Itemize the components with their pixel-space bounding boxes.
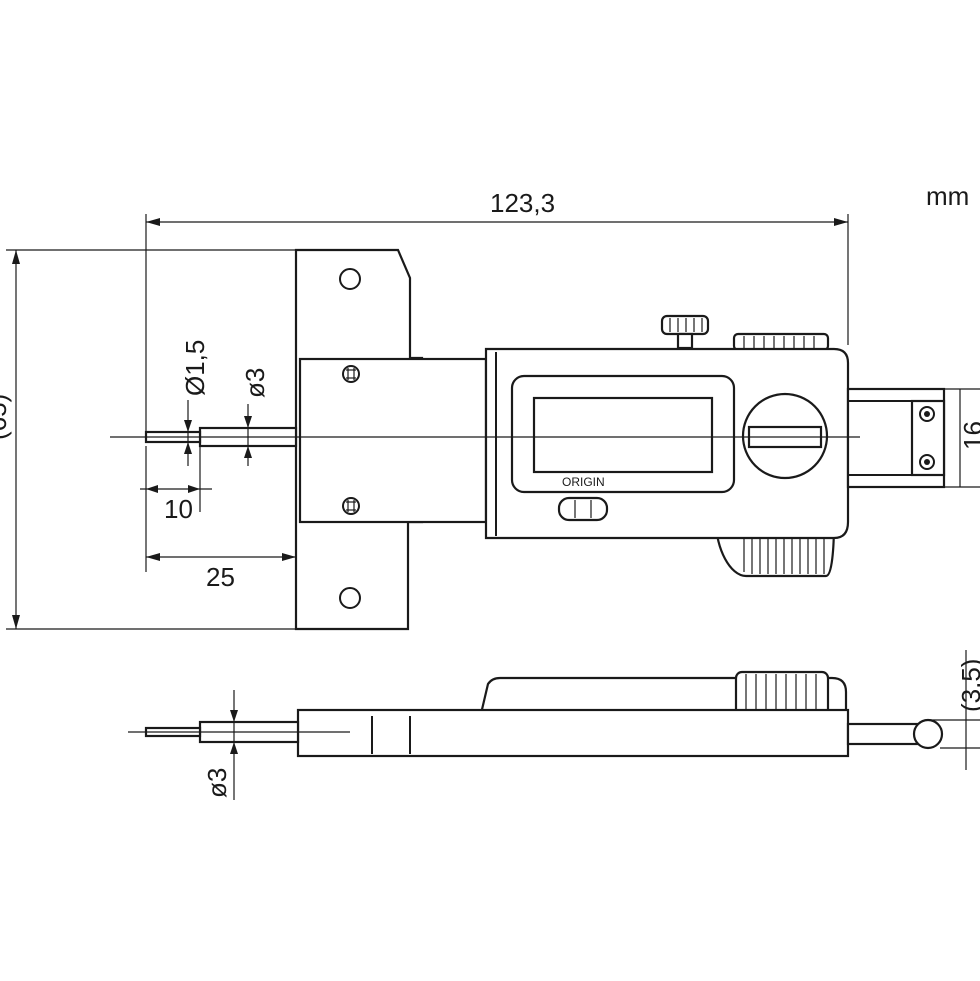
- tip-length-text: 10: [164, 494, 193, 524]
- knurled-drum-top: [732, 332, 830, 352]
- overall-length-text: 123,3: [490, 188, 555, 218]
- tail-height-text: 16: [958, 421, 980, 450]
- overall-height-text: (65): [0, 394, 12, 440]
- dimension-tail-height: 16: [944, 388, 980, 488]
- lcd-display: [510, 374, 736, 494]
- side-base: [296, 708, 850, 758]
- base-block: [298, 357, 488, 524]
- base-hole-top: [339, 268, 361, 290]
- screw-bottom-icon: [342, 497, 360, 515]
- side-tail-screw: [912, 718, 944, 750]
- dimension-overall-length: 123,3: [145, 188, 849, 432]
- dimension-side-thickness: (3,5): [928, 650, 980, 770]
- rod-length-text: 25: [206, 562, 235, 592]
- dimension-side-rod: ø3: [202, 690, 238, 800]
- dimension-thin-rod: Ø1,5: [180, 340, 210, 466]
- side-view: (3,5) ø3: [128, 650, 980, 800]
- thin-rod-dia-text: Ø1,5: [180, 340, 210, 396]
- origin-button: [557, 496, 609, 522]
- dimension-tip-length: 10: [140, 446, 212, 524]
- screw-top-icon: [342, 365, 360, 383]
- tail-bar: [846, 387, 946, 489]
- side-thickness-text: (3,5): [956, 659, 980, 712]
- battery-cap-icon: [741, 392, 829, 480]
- unit-label: mm: [926, 181, 969, 211]
- front-view: 123,3 (65): [0, 188, 980, 631]
- base-hole-bottom: [339, 587, 361, 609]
- lock-knob-icon: [660, 314, 710, 350]
- origin-label: ORIGIN: [562, 475, 605, 489]
- rod-dia-text: ø3: [240, 368, 270, 398]
- side-rod-dia-text: ø3: [202, 768, 232, 798]
- dimension-overall-height: (65): [0, 249, 296, 630]
- dimension-rod: ø3: [240, 368, 270, 466]
- dimension-rod-length: 25: [145, 446, 296, 592]
